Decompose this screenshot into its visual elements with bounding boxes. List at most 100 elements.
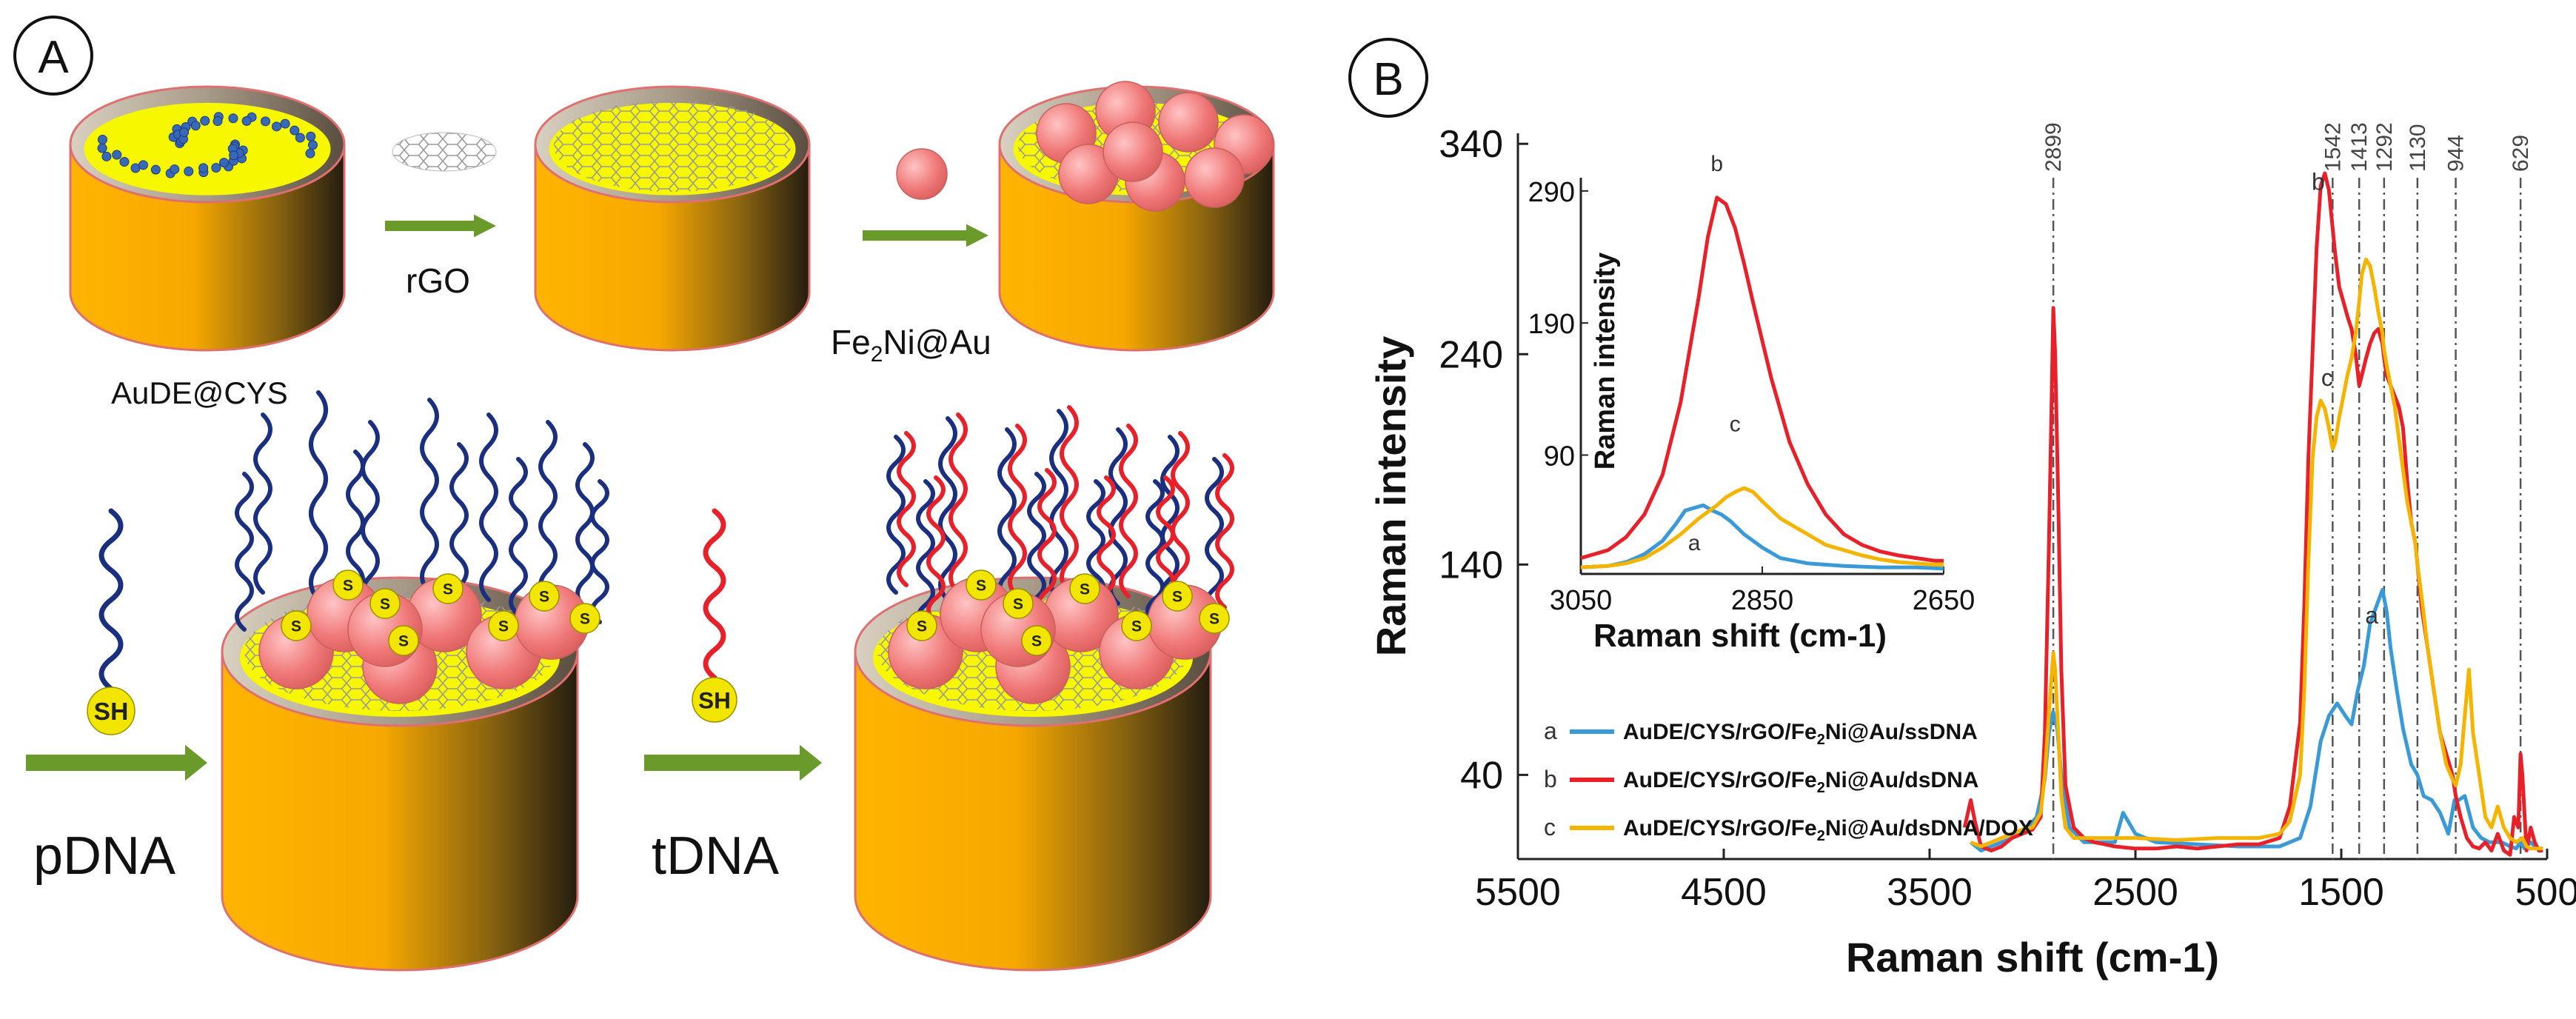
target-strand: SH — [692, 508, 737, 723]
legend-key: a — [1544, 718, 1557, 744]
inset-background — [1581, 178, 1944, 574]
legend-label-sub: 2 — [1817, 780, 1825, 796]
cys-molecule — [219, 158, 230, 168]
cys-molecule — [307, 140, 318, 150]
target-dna — [1060, 405, 1079, 595]
cys-molecule — [211, 163, 221, 173]
panel-b-label: B — [1373, 54, 1403, 105]
peak-label: 1292 — [2372, 122, 2397, 172]
y-axis-label: Raman intensity — [1368, 336, 1414, 657]
peak-label: 1130 — [2406, 124, 2430, 172]
cys-molecule — [112, 150, 122, 160]
step-fe2ni-label-sub: 2 — [871, 342, 883, 367]
inset-y-tick-label: 290 — [1528, 177, 1575, 208]
legend-label-prefix: AuDE/CYS/rGO/Fe — [1623, 768, 1817, 792]
series-label: a — [2365, 602, 2378, 629]
legend-label-b: AuDE/CYS/rGO/Fe2Ni@Au/dsDNA — [1623, 768, 1978, 796]
cys-molecule — [261, 116, 271, 127]
cys-molecule — [198, 163, 209, 173]
thiol-s-ball — [369, 588, 401, 619]
thiol-s-ball-text: S — [539, 589, 549, 606]
cys-molecule — [179, 127, 190, 138]
cys-molecule — [138, 160, 149, 170]
legend-label-suffix: Ni@Au/ssDNA — [1825, 720, 1978, 744]
thiol-s-ball — [1021, 625, 1052, 656]
cys-molecule — [101, 151, 112, 161]
thiol-s-ball-text: S — [398, 633, 409, 650]
thiol-s-ball — [569, 603, 600, 634]
y-tick-label: 240 — [1439, 333, 1503, 376]
probe-dna — [575, 442, 595, 609]
x-tick-label: 5500 — [1475, 871, 1561, 914]
inset-series-c-line — [1580, 486, 1944, 569]
electrode-label: AuDE@CYS — [111, 375, 288, 410]
target-strand-line — [703, 508, 726, 681]
step-pdna-label: pDNA — [33, 826, 175, 886]
cys-molecule — [97, 143, 107, 153]
probe-dna — [1108, 427, 1128, 606]
inset-x-tick-label: 2650 — [1913, 585, 1976, 616]
thiol-s-ball — [432, 573, 464, 604]
thiol-s-ball — [1162, 581, 1193, 612]
cys-molecule — [280, 118, 290, 129]
probe-dna — [253, 412, 272, 595]
thiol-s-ball-text: S — [1209, 611, 1220, 628]
probe-strand: SH — [87, 508, 136, 735]
step-rgo-label: rGO — [406, 261, 470, 300]
panel-a-label: A — [38, 32, 69, 83]
thiol-s-ball-text: S — [1131, 618, 1142, 635]
rgo-sheet — [392, 132, 497, 172]
inset-y-tick-label: 190 — [1528, 309, 1575, 340]
panel-b-label-circle — [1348, 38, 1428, 118]
target-dna — [1037, 468, 1057, 617]
series-a-line — [1970, 587, 2543, 853]
rgo-surface — [554, 100, 791, 192]
electrode-3 — [998, 81, 1275, 352]
thiol-sh-ball-text: SH — [698, 686, 731, 713]
target-dna — [926, 475, 946, 624]
probe-dna — [1205, 457, 1224, 617]
inset-series-label: c — [1730, 412, 1741, 436]
cys-molecule — [150, 164, 161, 175]
probe-dna — [997, 427, 1017, 606]
target-dna — [1171, 431, 1190, 602]
thiol-s-ball-text: S — [580, 611, 590, 628]
peak-label: 629 — [2509, 135, 2533, 172]
cys-molecule — [97, 135, 107, 145]
cys-molecule — [119, 157, 130, 167]
thiol-s-ball-text: S — [1080, 581, 1090, 598]
nanoparticle — [1158, 92, 1219, 153]
arrow-pdna-head — [185, 744, 207, 781]
thiol-s-ball-text: S — [343, 578, 353, 595]
probe-dna — [479, 412, 498, 602]
peak-label: 1542 — [2321, 122, 2345, 172]
legend-label-c: AuDE/CYS/rGO/Fe2Ni@Au/dsDNA/DOX — [1623, 816, 2033, 844]
thiol-s-ball-text: S — [1172, 589, 1182, 606]
probe-dna — [509, 457, 528, 617]
electrode-5-body — [854, 650, 1212, 972]
probe-dna — [538, 420, 558, 602]
thiol-s-ball — [529, 581, 560, 612]
cys-molecule — [290, 125, 300, 136]
legend-label-prefix: AuDE/CYS/rGO/Fe — [1623, 720, 1817, 744]
step-fe2ni-label: Fe2Ni@Au — [831, 323, 991, 367]
probe-dna — [361, 420, 380, 609]
thiol-sh-ball-text: SH — [94, 698, 129, 726]
thiol-s-ball — [966, 569, 997, 601]
inset-x-tick-label: 2850 — [1731, 585, 1794, 616]
target-dna — [1119, 424, 1138, 598]
thiol-s-ball — [281, 610, 312, 641]
peak-label: 2899 — [2041, 122, 2066, 172]
x-tick-label: 500 — [2515, 871, 2576, 914]
target-dna — [949, 412, 968, 595]
arrow-rgo-head — [474, 214, 496, 238]
probe-dna — [1145, 479, 1165, 624]
inset-series-a-line — [1580, 503, 1944, 571]
electrode-4-body — [221, 650, 579, 972]
legend-label-a: AuDE/CYS/rGO/Fe2Ni@Au/ssDNA — [1623, 720, 1978, 748]
series-label: b — [2312, 169, 2325, 196]
